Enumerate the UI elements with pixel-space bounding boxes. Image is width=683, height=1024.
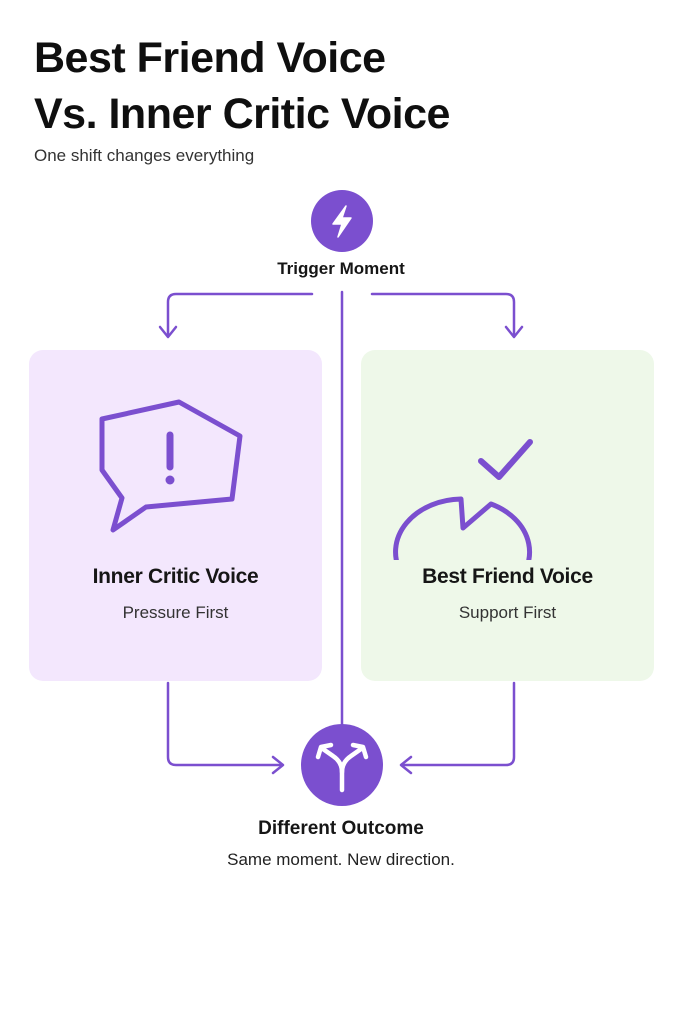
outcome-label: Different Outcome (258, 818, 424, 839)
split-arrow-icon (315, 742, 369, 793)
outcome-subtitle: Same moment. New direction. (227, 850, 455, 869)
trigger-label: Trigger Moment (277, 259, 405, 278)
page-title: Best Friend Voice Vs. Inner Critic Voice (34, 30, 654, 142)
trigger-to-friend-arrowhead (504, 325, 524, 339)
page-subtitle: One shift changes everything (34, 146, 255, 165)
inner-critic-subtitle: Pressure First (122, 603, 229, 622)
trigger-node (311, 190, 373, 252)
trigger-to-friend-connector (370, 292, 516, 338)
checkmark-speech-bubble-icon (393, 439, 533, 560)
best-friend-subtitle: Support First (458, 603, 557, 622)
inner-critic-card: Inner Critic Voice Pressure First (29, 350, 322, 681)
trigger-to-critic-connector (166, 292, 314, 338)
lightning-bolt-icon (332, 205, 352, 238)
title-line-2: Vs. Inner Critic Voice (34, 90, 450, 138)
friend-to-outcome-connector (400, 681, 516, 767)
exclamation-speech-bubble-icon (99, 399, 243, 533)
outcome-node (301, 724, 383, 806)
inner-critic-title: Inner Critic Voice (92, 565, 259, 588)
title-line-1: Best Friend Voice (34, 34, 386, 82)
friend-to-outcome-arrowhead (399, 755, 413, 775)
trigger-to-critic-arrowhead (158, 325, 178, 339)
critic-to-outcome-connector (166, 681, 284, 767)
best-friend-title: Best Friend Voice (422, 565, 593, 588)
best-friend-card: Best Friend Voice Support First (361, 350, 654, 681)
critic-to-outcome-arrowhead (271, 755, 285, 775)
